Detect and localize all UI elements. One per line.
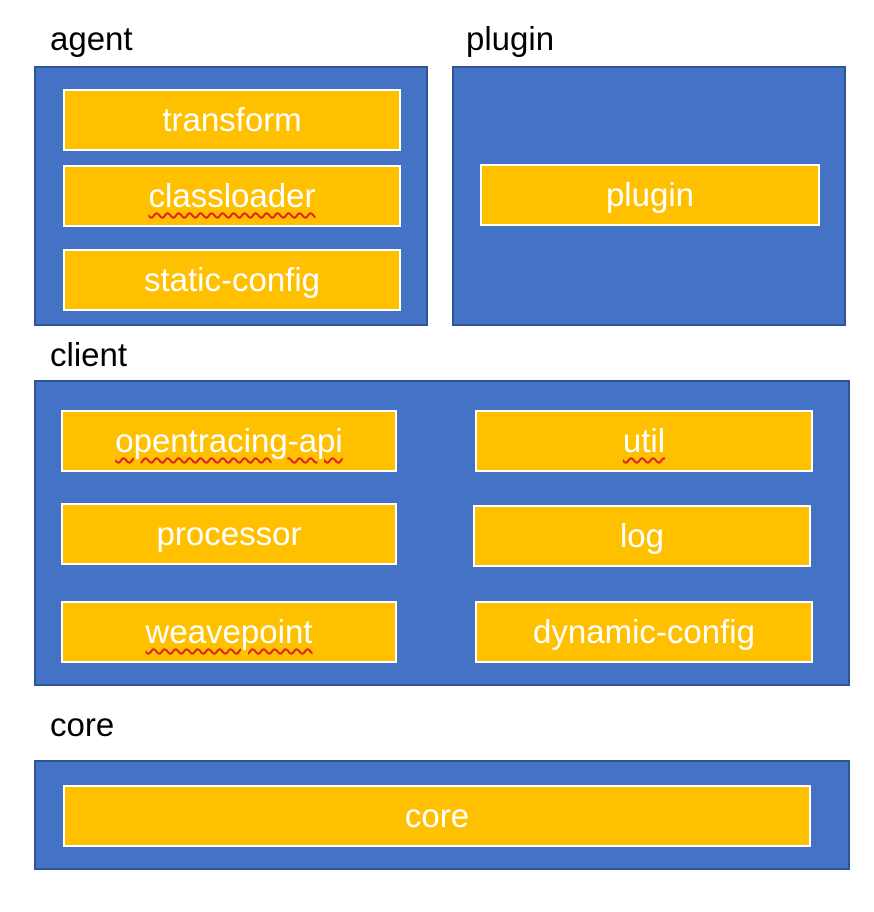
module-opentracing-api: opentracing-api [61, 410, 397, 472]
core-group-title: core [50, 706, 115, 743]
module-classloader-label: classloader [148, 177, 316, 214]
core-group: core [34, 760, 850, 870]
module-classloader: classloader [63, 165, 401, 227]
module-log: log [473, 505, 811, 567]
module-log-label: log [619, 517, 665, 554]
module-dynamic-config-label: dynamic-config [533, 613, 755, 650]
module-processor-label: processor [156, 515, 302, 552]
module-opentracing-api-label: opentracing-api [115, 422, 343, 459]
agent-group: transform classloader static-config [34, 66, 428, 326]
module-static-config: static-config [63, 249, 401, 311]
module-core: core [63, 785, 811, 847]
module-util: util [475, 410, 813, 472]
module-util-label: util [622, 422, 666, 459]
module-core-label: core [404, 797, 470, 834]
module-plugin-label: plugin [605, 176, 695, 213]
module-weavepoint-label: weavepoint [145, 613, 313, 650]
client-group: opentracing-api processor weavepoint uti… [34, 380, 850, 686]
module-static-config-label: static-config [143, 261, 321, 298]
agent-group-title: agent [50, 20, 133, 57]
module-transform: transform [63, 89, 401, 151]
module-plugin: plugin [480, 164, 820, 226]
module-dynamic-config: dynamic-config [475, 601, 813, 663]
plugin-group: plugin [452, 66, 846, 326]
module-weavepoint: weavepoint [61, 601, 397, 663]
client-group-title: client [50, 336, 128, 373]
plugin-group-title: plugin [466, 20, 555, 57]
module-transform-label: transform [162, 101, 302, 138]
module-processor: processor [61, 503, 397, 565]
